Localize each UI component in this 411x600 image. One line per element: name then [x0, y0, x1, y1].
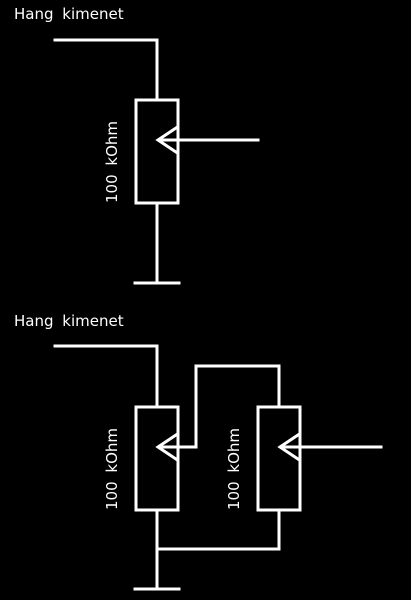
wiper-arrowhead-left	[155, 432, 179, 462]
wiper-arrowhead-top	[155, 125, 179, 155]
common-wire	[155, 508, 281, 551]
output-label-bottom: Hang kimenet	[14, 312, 124, 330]
resistor-body-left	[134, 405, 180, 512]
link-wire	[194, 364, 281, 449]
wiper-arrowhead-right	[277, 432, 301, 462]
potentiometer-icon	[256, 405, 383, 512]
resistance-label-right: 100 kOhm	[225, 428, 243, 510]
potentiometer-icon	[134, 405, 198, 512]
diagram-bottom: Hang kimenet 100 kOhm 100 kOhm	[14, 312, 383, 591]
diagram-top: Hang kimenet 100 kOhm	[14, 5, 260, 285]
ground-icon	[133, 547, 181, 591]
output-wire-bottom	[53, 344, 159, 409]
resistance-label-left: 100 kOhm	[103, 428, 121, 510]
potentiometer-icon	[134, 98, 260, 205]
resistor-body-top	[134, 98, 180, 205]
resistance-label-top: 100 kOhm	[103, 121, 121, 203]
ground-icon	[133, 201, 181, 285]
resistor-body-right	[256, 405, 302, 512]
output-label-top: Hang kimenet	[14, 5, 124, 23]
output-wire-top	[53, 38, 159, 102]
